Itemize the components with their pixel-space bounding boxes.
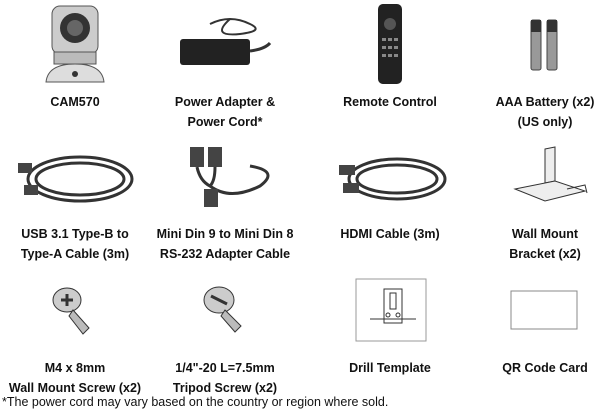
item-qr-card: QR Code Card — [470, 266, 600, 378]
item-rs232-cable: Mini Din 9 to Mini Din 8 RS-232 Adapter C… — [150, 132, 300, 264]
item-label: Drill Template — [349, 361, 431, 375]
label-line: 1/4"-20 L=7.5mm — [175, 361, 275, 375]
remote-control-icon — [315, 0, 465, 88]
label-line: RS-232 Adapter Cable — [159, 247, 291, 261]
label-line: Wall Mount — [511, 227, 579, 241]
label-line: USB 3.1 Type-B to — [21, 227, 129, 241]
label-line: Mini Din 9 to Mini Din 8 — [156, 227, 294, 241]
item-remote-control: Remote Control — [315, 0, 465, 112]
label-line: M4 x 8mm — [44, 361, 106, 375]
label-line: Tripod Screw (x2) — [172, 381, 278, 395]
screw-icon — [0, 266, 150, 354]
item-label: Power Adapter & Power Cord* — [150, 92, 300, 132]
item-usb-cable: USB 3.1 Type-B to Type-A Cable (3m) — [0, 132, 150, 264]
drill-template-icon — [315, 266, 465, 354]
item-label: Mini Din 9 to Mini Din 8 RS-232 Adapter C… — [150, 224, 300, 264]
item-power-adapter: Power Adapter & Power Cord* — [150, 0, 300, 132]
power-adapter-icon — [150, 0, 300, 88]
bracket-icon — [470, 132, 600, 220]
label-line: Bracket (x2) — [509, 247, 581, 261]
label-line: Wall Mount Screw (x2) — [8, 381, 142, 395]
camera-icon — [0, 0, 150, 88]
label-line: Power Cord* — [187, 115, 263, 129]
footnote: *The power cord may vary based on the co… — [2, 395, 389, 409]
battery-icon — [470, 0, 600, 88]
usb-cable-icon — [0, 132, 150, 220]
item-drill-template: Drill Template — [315, 266, 465, 378]
hdmi-cable-icon — [315, 132, 465, 220]
rs232-cable-icon — [150, 132, 300, 220]
label-line: (US only) — [517, 115, 573, 129]
label-line: Power Adapter & — [174, 95, 276, 109]
item-label: QR Code Card — [502, 361, 588, 375]
label-line: AAA Battery (x2) — [495, 95, 595, 109]
item-label: HDMI Cable (3m) — [340, 227, 440, 241]
qr-card-icon — [470, 266, 600, 354]
item-label: Remote Control — [343, 95, 437, 109]
item-label: AAA Battery (x2) (US only) — [470, 92, 600, 132]
label-line: Type-A Cable (3m) — [20, 247, 130, 261]
item-battery: AAA Battery (x2) (US only) — [470, 0, 600, 132]
item-label: USB 3.1 Type-B to Type-A Cable (3m) — [0, 224, 150, 264]
item-hdmi-cable: HDMI Cable (3m) — [315, 132, 465, 244]
tripod-screw-icon — [150, 266, 300, 354]
item-label: CAM570 — [50, 95, 100, 109]
item-camera: CAM570 — [0, 0, 150, 112]
